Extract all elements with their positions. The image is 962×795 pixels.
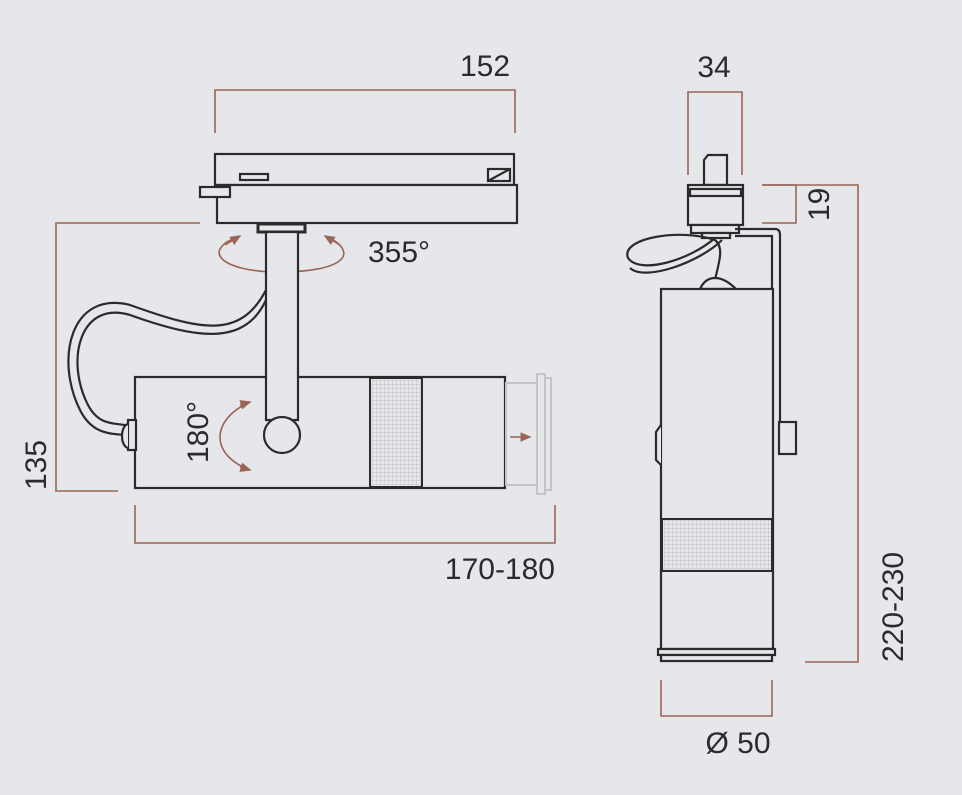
dimension-label-19: 19 xyxy=(803,188,836,221)
tilt-arrow-180: 180° xyxy=(182,400,252,472)
dimension-label-152: 152 xyxy=(460,50,510,83)
lamp-body xyxy=(120,373,552,495)
dimension-diameter-50: Ø 50 xyxy=(660,680,773,760)
power-cable xyxy=(67,289,267,438)
side-knob xyxy=(777,420,798,456)
side-latch xyxy=(654,424,662,466)
rotation-arrow-355: 355° xyxy=(218,235,430,273)
power-cable-inner xyxy=(76,299,267,428)
track-adapter xyxy=(198,152,519,234)
side-cable xyxy=(626,233,722,281)
cable-gland xyxy=(698,276,739,291)
front-view: 152 355° xyxy=(20,50,556,586)
side-cable-inner xyxy=(629,239,723,274)
dimension-height-19: 19 xyxy=(762,184,836,224)
rotation-label-355: 355° xyxy=(368,236,430,269)
side-bracket xyxy=(735,227,782,430)
side-lens-ring-2 xyxy=(659,653,774,663)
side-mesh xyxy=(661,518,773,572)
dimension-length-170-180: 170-180 xyxy=(134,505,556,586)
dimension-label-170-180: 170-180 xyxy=(445,553,555,586)
dimension-height-220-230: 220-230 xyxy=(762,184,910,663)
dimension-height-135: 135 xyxy=(20,222,200,492)
dimension-label-34: 34 xyxy=(697,51,730,84)
side-body xyxy=(659,287,775,651)
dimension-label-135: 135 xyxy=(20,440,53,490)
side-view: 34 19 220-230 Ø xyxy=(626,51,910,760)
dimension-label-diameter-50: Ø 50 xyxy=(705,727,770,760)
side-adapter xyxy=(686,153,745,240)
dimension-width-34: 34 xyxy=(687,51,743,175)
tilt-label-180: 180° xyxy=(182,401,215,463)
dimension-label-220-230: 220-230 xyxy=(877,552,910,662)
lamp-stem xyxy=(262,230,302,455)
dimension-width-152: 152 xyxy=(214,50,516,133)
